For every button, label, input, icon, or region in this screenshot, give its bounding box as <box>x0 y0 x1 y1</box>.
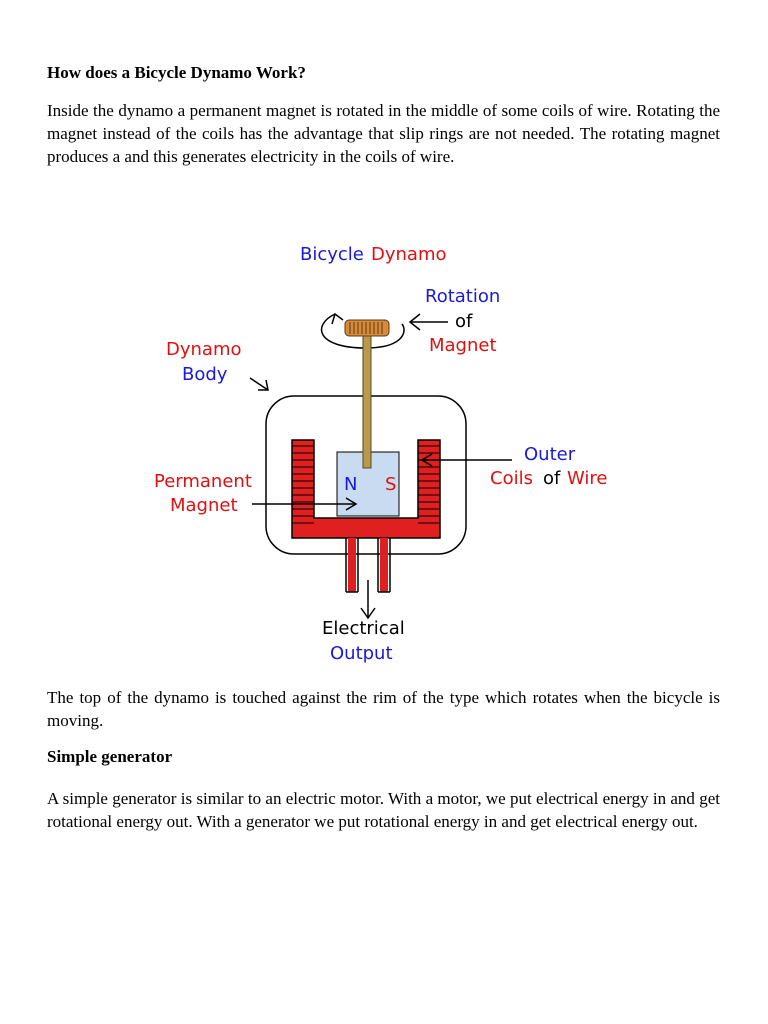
output-lead-outlines <box>345 538 391 592</box>
label-permanent-magnet: Magnet <box>170 495 238 516</box>
paragraph-simple-generator: A simple generator is similar to an elec… <box>47 789 720 831</box>
pole-s: S <box>385 474 396 495</box>
label-dynamo: Dynamo <box>166 339 242 360</box>
magnet-pointer-arrowhead <box>345 497 358 511</box>
knob-ridges <box>349 322 383 334</box>
diagram-title-dynamo: Dynamo <box>371 244 447 265</box>
label-magnet: Magnet <box>429 335 497 356</box>
outer-coil-core <box>291 439 441 539</box>
magnet-shaft <box>362 335 372 469</box>
paragraph-dynamo-intro: Inside the dynamo a permanent magnet is … <box>47 101 720 166</box>
label-body: Body <box>182 364 228 385</box>
label-rotation: Rotation <box>425 286 500 307</box>
label-outer: Outer <box>524 444 576 465</box>
body-pointer-arrowhead <box>258 379 269 391</box>
output-arrow-head <box>360 607 376 620</box>
output-lead-right <box>380 538 388 592</box>
label-coils-of: of <box>543 468 561 489</box>
label-permanent: Permanent <box>154 471 252 492</box>
label-wire: Wire <box>567 468 607 489</box>
body-pointer-line <box>249 377 269 391</box>
pole-n: N <box>344 474 357 495</box>
label-coils: Coils <box>490 468 533 489</box>
coils-pointer-arrowhead <box>420 453 433 467</box>
bicycle-dynamo-diagram: Bicycle Dynamo Rotation of Magnet Dynamo… <box>154 244 607 664</box>
coil-windings-left <box>292 445 314 524</box>
label-output: Output <box>330 643 393 664</box>
coil-windings-right <box>418 445 440 524</box>
paragraph-dynamo-contact: The top of the dynamo is touched against… <box>47 688 720 730</box>
rotation-curve-arrowhead <box>331 312 344 325</box>
label-electrical: Electrical <box>322 618 405 639</box>
diagram-title-bicycle: Bicycle <box>300 244 364 265</box>
label-of: of <box>455 311 473 332</box>
rotation-pointer-arrowhead <box>408 313 421 331</box>
output-lead-left <box>348 538 356 592</box>
heading-bicycle-dynamo: How does a Bicycle Dynamo Work? <box>47 63 306 82</box>
heading-simple-generator: Simple generator <box>47 747 173 766</box>
